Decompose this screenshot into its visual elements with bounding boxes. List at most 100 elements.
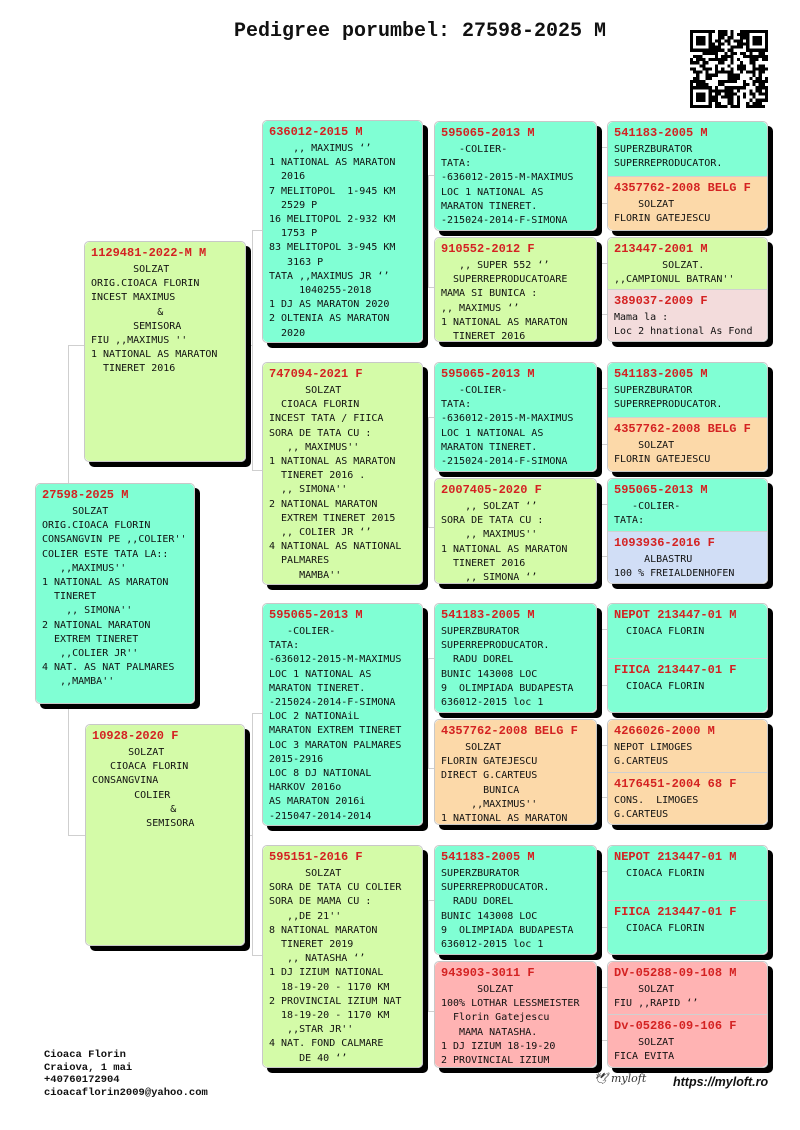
pigeon-note: Loc 2 hnational As Fond [614, 326, 753, 338]
ring-number: NEPOT 213447-01 M [614, 608, 737, 622]
pigeon-note: ,,MAMBA'' [42, 676, 115, 688]
ring-number: 541183-2005 M [614, 126, 708, 140]
connector-line [252, 470, 262, 471]
connector-line [599, 927, 607, 928]
ring-number: 595065-2013 M [441, 126, 535, 140]
pigeon-note: TATA ,,MAXIMUS JR ‘’ [269, 270, 390, 282]
pigeon-note: LOC 1 NATIONAL AS [269, 668, 372, 680]
connector-line [599, 504, 600, 556]
connector-line [595, 416, 599, 417]
connector-line [599, 147, 607, 148]
pigeon-note: 1 NATIONAL AS MARATON [441, 813, 568, 824]
connector-line [599, 987, 600, 1040]
pigeon-card-great-grandparent[interactable]: 595065-2013 M -COLIER-TATA:-636012-2015-… [434, 362, 597, 472]
pigeon-note: 2016 [269, 171, 306, 183]
website-link[interactable]: https://myloft.ro [673, 1075, 769, 1089]
pigeon-note: EXTREM TINERET [42, 633, 139, 645]
pigeon-note: -636012-2015-M-MAXIMUS [441, 172, 574, 184]
pigeon-note: ,, SOLZAT ‘’ [441, 501, 538, 512]
pigeon-note: RADU DOREL [441, 654, 514, 666]
pigeon-note: MARATON TINERET. [441, 200, 538, 212]
pigeon-note: RADU DOREL [441, 896, 514, 908]
pigeon-card-grandparent-content: 595065-2013 M -COLIER-TATA:-636012-2015-… [263, 604, 422, 825]
pigeon-note: CIOACA FLORIN [92, 761, 189, 773]
pigeon-note: INCEST TATA / FIICA [269, 413, 384, 425]
connector-line [244, 345, 252, 346]
pigeon-note: ,,MAXIMUS'' [42, 562, 127, 574]
pigeon-note: 83 MELITOPOL 3-945 KM [269, 242, 396, 254]
pigeon-note: FLORIN GATEJESCU [614, 454, 711, 466]
pigeon-note: 1 NATIONAL AS MARATON [441, 316, 568, 328]
pigeon-note: SUPERZBURATOR [614, 144, 693, 155]
pigeon-note: 1 DJ IZIUM NATIONAL [269, 967, 384, 979]
pigeon-note: MAMA SI BUNICA : [441, 288, 538, 300]
ring-number: 541183-2005 M [614, 367, 708, 381]
pigeon-note: 636012-2015 loc 1 [441, 939, 544, 951]
pigeon-card-pair[interactable]: 213447-2001 M SOLZAT.,,CAMPIONUL BATRAN'… [607, 237, 768, 342]
pigeon-card-great-grandparent[interactable]: 2007405-2020 F ,, SOLZAT ‘’SORA DE TATA … [434, 478, 597, 584]
logo-text: myloft [610, 1072, 647, 1085]
connector-line [428, 900, 434, 901]
connector-line [599, 871, 607, 872]
pigeon-note: SOLZAT [269, 868, 342, 879]
pigeon-note: LOC 3 MARATON PALMARES [269, 739, 402, 751]
bird-icon: 🕊 [594, 1072, 608, 1085]
pigeon-note: CIOACA FLORIN [614, 868, 705, 879]
ring-number: FIICA 213447-01 F [614, 663, 737, 677]
pigeon-note: SOLZAT. [614, 260, 705, 271]
ring-number: 595065-2013 M [614, 483, 708, 497]
pigeon-note: & [92, 803, 177, 815]
pigeon-card-gg-grandparent: FIICA 213447-01 F CIOACA FLORIN [608, 900, 767, 954]
pigeon-note: TATA: [614, 515, 645, 527]
connector-line [599, 556, 607, 557]
connector-line [599, 745, 607, 746]
pigeon-card-great-grandparent[interactable]: 910552-2012 F ,, SUPER 552 ‘’ SUPERREPRO… [434, 237, 597, 342]
pigeon-card-grandparent[interactable]: 595065-2013 M -COLIER-TATA:-636012-2015-… [262, 603, 423, 826]
pigeon-note: -215024-2014-F-SIMONA [441, 456, 568, 468]
pigeon-note: DIRECT G.CARTEUS [441, 770, 538, 782]
contact-name: Cioaca Florin [44, 1049, 126, 1061]
pigeon-note: ,, SIMONA'' [42, 605, 133, 617]
pigeon-note: LOC 2 NATIONAiL [269, 711, 360, 723]
pigeon-note: 1 NATIONAL AS MARATON [91, 349, 218, 361]
ring-number: 636012-2015 M [269, 125, 363, 139]
pigeon-card-great-grandparent[interactable]: 595065-2013 M -COLIER-TATA:-636012-2015-… [434, 121, 597, 231]
pigeon-note: 2 PROVINCIAL IZIUM NAT [269, 995, 402, 1007]
ring-number: Dv-05286-09-106 F [614, 1019, 737, 1033]
pigeon-note: SOLZAT [42, 506, 109, 517]
pigeon-note: ,,CAMPIONUL BATRAN'' [614, 274, 735, 286]
ring-number: 4176451-2004 68 F [614, 777, 737, 791]
pigeon-note: 2 PROVINCIAL IZIUM [441, 1055, 550, 1067]
pigeon-card-grandparent[interactable]: 636012-2015 M ,, MAXIMUS ‘’1 NATIONAL AS… [262, 120, 423, 343]
pigeon-note: SOLZAT [441, 742, 502, 753]
pigeon-card-pair[interactable]: 595065-2013 M -COLIER-TATA:1093936-2016 … [607, 478, 768, 584]
pigeon-note: FLORIN GATEJESCU [441, 756, 538, 768]
page-title: Pedigree porumbel: 27598-2025 M [233, 20, 607, 43]
connector-line [243, 835, 252, 836]
pigeon-note: -COLIER- [614, 501, 681, 512]
pigeon-note: ORIG.CIOACA FLORIN [42, 520, 151, 532]
pigeon-note: -636012-2015-M-MAXIMUS [269, 654, 402, 666]
ring-number: 2007405-2020 F [441, 483, 542, 497]
pigeon-note: ,, MAXIMUS ‘’ [441, 302, 520, 314]
connector-line [595, 771, 599, 772]
